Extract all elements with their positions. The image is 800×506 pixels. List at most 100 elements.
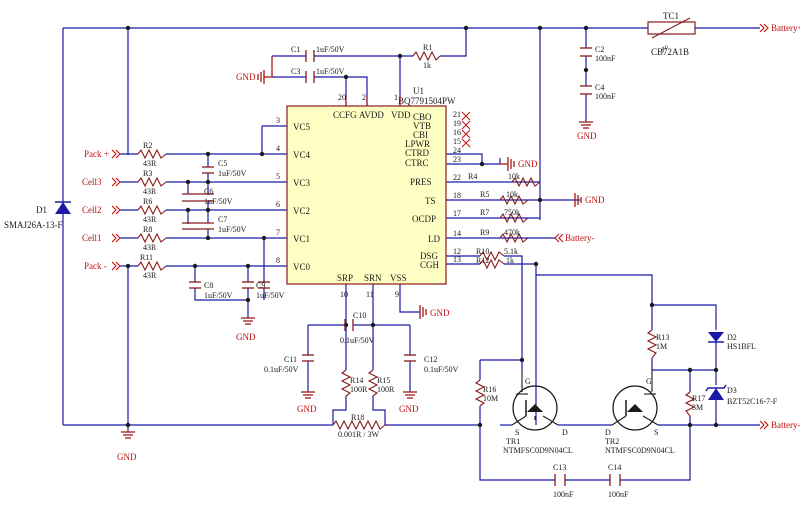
r11-value: 43R: [143, 271, 157, 280]
tr1-s: S: [515, 428, 519, 437]
port-arrow-cell2: [111, 205, 117, 215]
pin-num-srn: 11: [366, 290, 374, 299]
ic-u1[interactable]: U1 BQ7791504PW 20 2 1 CCFG AVDD VDD VC5 …: [276, 86, 471, 299]
r4-ref: R4: [468, 172, 477, 181]
gnd-label-ctrc: GND: [518, 159, 538, 169]
pin-vc4: VC4: [293, 150, 311, 160]
c14-symbol: [609, 474, 621, 486]
port-arrow-pack-minus: [111, 261, 117, 271]
pin-num-srp: 10: [340, 290, 348, 299]
r14-value: 100R: [350, 385, 368, 394]
ic-right-pins: CBO VTB CBI LPWR CTRD CTRC PRES TS OCDP …: [405, 110, 471, 270]
pin-dsg: DSG: [420, 251, 439, 261]
pin-num-ctrd: 24: [453, 146, 461, 155]
c11-ref: C11: [284, 355, 297, 364]
r7-value: 750k: [504, 208, 520, 217]
pin-ccfg: CCFG: [333, 110, 357, 120]
port-battery-minus-bottom: Battery-: [771, 420, 800, 430]
pin-num-pres: 22: [453, 173, 461, 182]
c12-value: 0.1uF/50V: [424, 365, 459, 374]
r15-symbol: [367, 369, 379, 397]
r6-ref: R6: [143, 197, 152, 206]
r10-value: 5.1k: [504, 247, 518, 256]
r5-symbol: [499, 194, 529, 206]
c5-value: 1uF/50V: [218, 169, 247, 178]
pin-num-lpwr: 15: [453, 137, 461, 146]
gnd-c12-symbol: [403, 391, 417, 399]
pin-num-dsg: 12: [453, 247, 461, 256]
gnd-label-ts: GND: [585, 195, 605, 205]
port-pack-plus: Pack +: [84, 149, 109, 159]
port-battery-plus: Battery+: [771, 23, 800, 33]
r4-symbol: [511, 176, 541, 188]
tr1-symbol: [511, 370, 559, 431]
pin-vc1: VC1: [293, 234, 310, 244]
r16-value: 10M: [483, 394, 498, 403]
d1-symbol: [55, 192, 71, 218]
pin-vdd: VDD: [391, 110, 411, 120]
pin-pres: PRES: [410, 177, 432, 187]
gnd-bottom-symbol: [121, 431, 135, 439]
pin-num-vtb: 19: [453, 119, 461, 128]
pin-num-vc5: 3: [276, 116, 280, 125]
ic-u1-ref: U1: [413, 86, 424, 96]
r8-ref: R8: [143, 225, 152, 234]
tr2-value: NTMFSC0D9N04CL: [605, 446, 675, 455]
r11-symbol: [137, 260, 167, 272]
port-pack-minus: Pack -: [84, 261, 107, 271]
c14-value: 100nF: [608, 490, 629, 499]
r18-ref: R18: [351, 413, 364, 422]
c2-value: 100nF: [595, 54, 616, 63]
c8-ref: C8: [204, 281, 213, 290]
r9-ref: R9: [480, 228, 489, 237]
c9-symbol: [242, 281, 270, 289]
gnd-label-vss: GND: [430, 308, 450, 318]
port-arrows: [111, 23, 769, 430]
gnd-label-c8: GND: [236, 332, 256, 342]
port-arrow-pack-plus: [111, 149, 117, 159]
c11-value: 0.1uF/50V: [264, 365, 299, 374]
r1-value: 1k: [423, 61, 431, 70]
d2-ref: D2: [727, 333, 737, 342]
r14-symbol: [340, 369, 352, 397]
ic-bottom-pins: SRP SRN VSS 10 11 9: [337, 273, 407, 299]
r12-ref: R12: [476, 256, 489, 265]
r14-ref: R14: [350, 376, 363, 385]
c5-symbol: [202, 166, 214, 174]
d2-value: HS1BFL: [727, 342, 756, 351]
gnd-ts-symbol: [574, 193, 582, 207]
d1-ref: D1: [36, 205, 47, 215]
r10-ref: R10: [476, 247, 489, 256]
r13-ref: R13: [656, 333, 669, 342]
pin-num-vc0: 8: [276, 256, 280, 265]
pin-num-ts: 18: [453, 191, 461, 200]
tc1-thermistor: t°: [647, 17, 696, 54]
pin-vc0: VC0: [293, 262, 311, 272]
gnd-top-left-symbol: [257, 56, 273, 84]
port-cell1: Cell1: [82, 233, 102, 243]
ic-u1-body[interactable]: [286, 105, 447, 285]
r3-ref: R3: [143, 169, 152, 178]
c13-ref: C13: [553, 463, 566, 472]
component-labels: TC1 CB72A1B C2 100nF C4 100nF C1 1uF/50V…: [4, 11, 778, 499]
pin-num-vdd: 1: [394, 93, 398, 102]
d2-symbol: [708, 332, 724, 343]
r16-symbol: [474, 379, 486, 407]
r11-ref: R11: [140, 253, 153, 262]
capacitors: [182, 47, 621, 486]
c1-ref: C1: [291, 45, 300, 54]
pin-vc3: VC3: [293, 178, 311, 188]
c4-symbol: [580, 85, 592, 95]
gnd-label-c11: GND: [297, 404, 317, 414]
c13-value: 100nF: [553, 490, 574, 499]
pin-num-vc3: 5: [276, 172, 280, 181]
pin-vc5: VC5: [293, 122, 311, 132]
r8-symbol: [137, 232, 167, 244]
r3-value: 43R: [143, 187, 157, 196]
r5-value: 10k: [506, 190, 518, 199]
pin-cbo: CBO: [413, 112, 432, 122]
ground-symbols: [121, 56, 593, 439]
r3-symbol: [137, 176, 167, 188]
